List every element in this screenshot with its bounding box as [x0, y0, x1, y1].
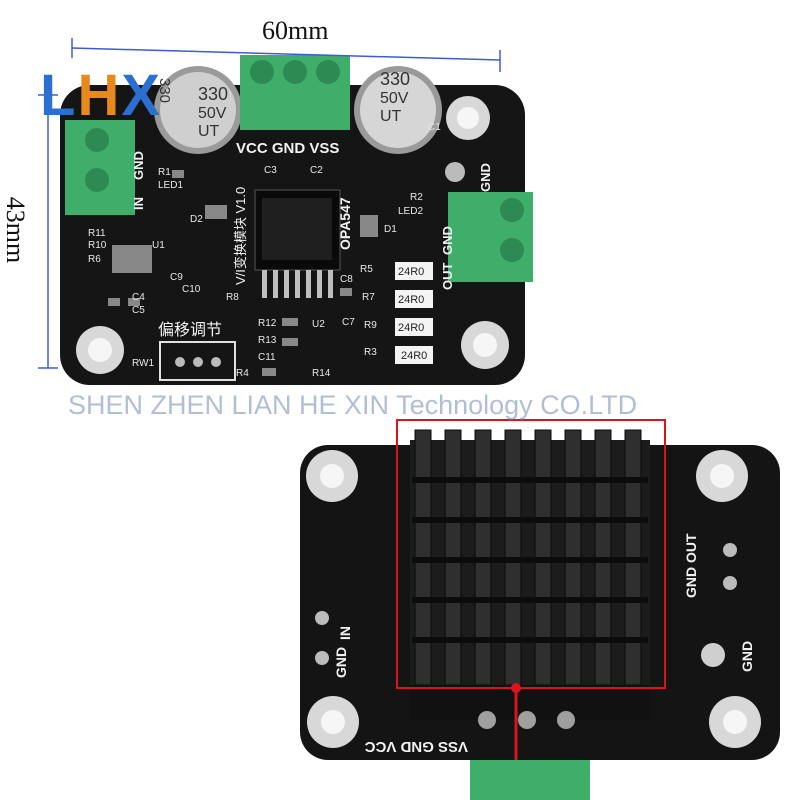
bottom-gnd-right-label: GND — [739, 641, 755, 672]
cap-left-330: 330 — [198, 84, 228, 104]
designator: R12 — [258, 318, 277, 329]
cap-left-50v: 50V — [198, 105, 227, 122]
designator: LED1 — [158, 180, 183, 191]
designator: R3 — [364, 347, 377, 358]
bottom-gnd-left-label: GND — [333, 647, 349, 678]
logo-letter-x: X — [121, 63, 163, 128]
designator: R7 — [362, 292, 375, 303]
in-label: IN — [131, 197, 146, 210]
height-dimension-label: 43mm — [1, 196, 31, 264]
designator: R2 — [410, 192, 423, 203]
designator: D1 — [384, 224, 397, 235]
gnd-pad — [445, 162, 465, 182]
brand-logo: LHX — [40, 62, 162, 129]
cap-right-ut: UT — [380, 108, 402, 125]
designator: R1 — [158, 167, 171, 178]
designator: R8 — [226, 292, 239, 303]
designator: R11 — [88, 228, 106, 239]
designator: R4 — [236, 368, 249, 379]
cap-left-ut: UT — [198, 123, 220, 140]
designator: D2 — [190, 214, 203, 225]
watermark-text: SHEN ZHEN LIAN HE XIN Technology CO.LTD — [68, 390, 638, 420]
designator: C5 — [132, 305, 145, 316]
gnd-left-label: GND — [131, 151, 146, 180]
gnd-right-label: GND — [478, 163, 493, 192]
dimension-lines — [38, 38, 501, 369]
resistor-value: 24R0 — [401, 350, 427, 362]
designator: R14 — [312, 368, 331, 379]
highlight-box — [396, 419, 666, 689]
designator: C2 — [310, 165, 323, 176]
bottom-in-label: IN — [337, 626, 353, 640]
power-labels: VCC GND VSS — [236, 140, 339, 157]
designator: C8 — [340, 274, 353, 285]
bottom-board: IN GND GND OUT GND VSS GND VCC — [300, 419, 780, 800]
power-resistor — [395, 318, 433, 336]
designator: C11 — [258, 352, 276, 363]
module-title: V/I变换模块 V1.0 — [233, 187, 248, 285]
width-dimension-label: 60mm — [262, 16, 329, 45]
cap-right-330: 330 — [380, 69, 410, 89]
designator: C9 — [170, 272, 183, 283]
logo-letter-h: H — [77, 63, 122, 128]
designator: R10 — [88, 240, 107, 251]
designator: LED2 — [398, 206, 423, 217]
designator: R6 — [88, 254, 101, 265]
designator: R5 — [360, 264, 373, 275]
designator: RW1 — [132, 358, 154, 369]
designator: R13 — [258, 335, 277, 346]
power-resistor — [395, 262, 433, 280]
designator: C1 — [428, 122, 441, 133]
terminal-block-bottom — [470, 760, 590, 800]
resistor-value: 24R0 — [398, 294, 424, 306]
power-resistor — [395, 290, 433, 308]
designator: U1 — [152, 240, 165, 251]
out-gnd-label: GND — [440, 226, 455, 255]
designator: R9 — [364, 320, 377, 331]
offset-label: 偏移调节 — [158, 321, 222, 339]
bottom-power-labels: VSS GND VCC — [364, 738, 468, 755]
designator: C4 — [132, 292, 145, 303]
resistor-value: 24R0 — [398, 266, 424, 278]
top-board: 330 330 50V UT 330 50V UT VCC GND VSS OP… — [60, 55, 533, 385]
designator: C10 — [182, 284, 201, 295]
designator: U2 — [312, 319, 325, 330]
logo-letter-l: L — [40, 63, 78, 128]
bottom-gnd-out-label: GND OUT — [683, 533, 699, 598]
cap-right-50v: 50V — [380, 90, 409, 107]
resistor-value: 24R0 — [398, 322, 424, 334]
trimmer-header — [159, 341, 236, 381]
cap-left-label: 330 — [156, 78, 173, 103]
out-label: OUT — [440, 263, 455, 291]
designator: C7 — [342, 317, 355, 328]
power-resistor — [395, 346, 433, 364]
chip-name: OPA547 — [337, 197, 353, 250]
designator: C3 — [264, 165, 277, 176]
